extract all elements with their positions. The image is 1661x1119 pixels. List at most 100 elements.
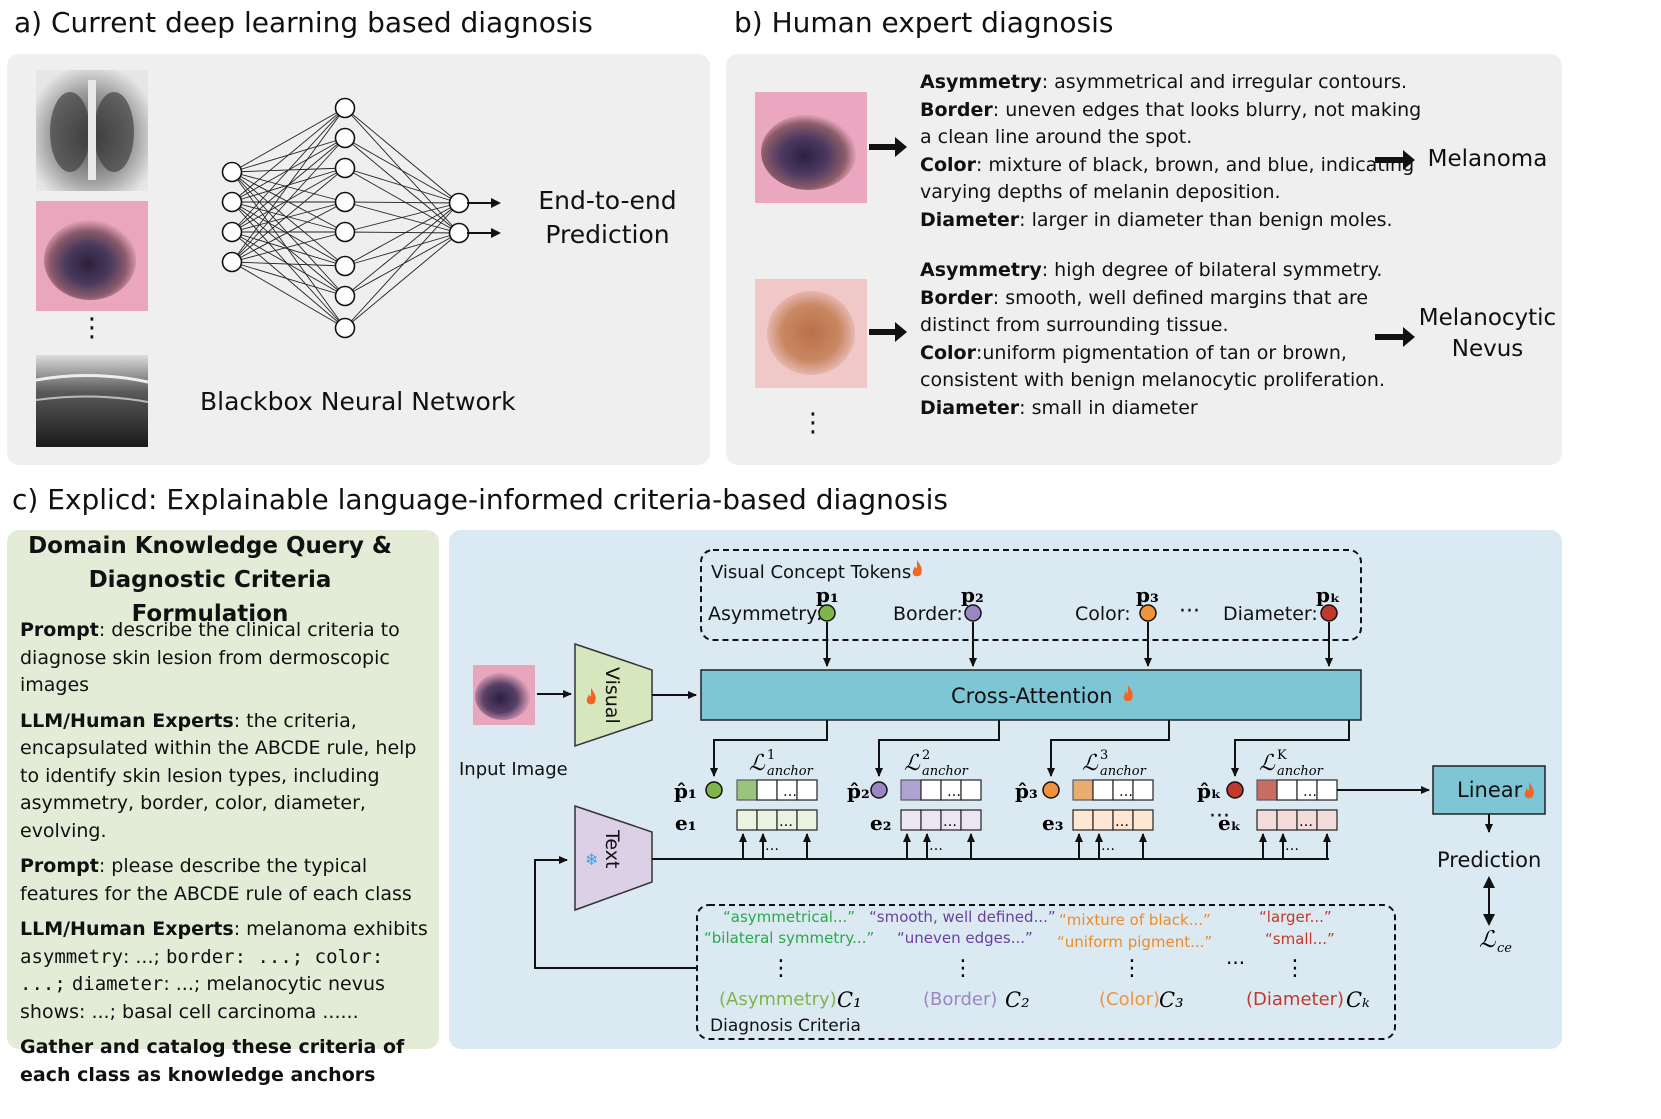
svg-text:ℒ: ℒ — [749, 751, 766, 776]
phat-1 — [705, 781, 723, 799]
criteria-name-diameter: (Diameter) — [1246, 989, 1344, 1010]
criteria-symbol-3: C₃ — [1159, 988, 1184, 1012]
criteria-ellipsis: ⋮ — [1121, 956, 1143, 981]
nn-node — [334, 255, 356, 277]
section-b-title: b) Human expert diagnosis — [734, 6, 1114, 39]
embedding-cell — [920, 809, 942, 831]
embedding-cell — [796, 809, 818, 831]
flame-icon — [1524, 782, 1534, 799]
similarity-cell — [1276, 779, 1298, 801]
result-arrow-2 — [1375, 327, 1415, 347]
nn-edge — [344, 201, 460, 204]
case2-line: Asymmetry: high degree of bilateral symm… — [920, 259, 1383, 281]
cell-ellipsis: … — [783, 784, 797, 800]
token-label-2: p₂ — [961, 583, 984, 607]
similarity-cell — [1316, 779, 1338, 801]
svg-text:K: K — [1277, 748, 1287, 763]
svg-text:anchor: anchor — [1277, 764, 1324, 779]
nn-edge — [344, 202, 460, 297]
svg-text:ℒ: ℒ — [1259, 751, 1276, 776]
criteria-dots: ··· — [1226, 951, 1245, 975]
criteria-ellipsis: ⋮ — [770, 956, 792, 981]
snowflake-icon: ❄ — [585, 850, 598, 869]
cell-ellipsis: … — [1119, 784, 1133, 800]
nn-edge — [344, 107, 460, 204]
similarity-cell — [920, 779, 942, 801]
visual-encoder — [574, 642, 653, 748]
knowledge-paragraphs: Prompt: describe the clinical criteria t… — [20, 617, 435, 1089]
criteria-symbol-k: Cₖ — [1346, 988, 1370, 1012]
svg-text:anchor: anchor — [1100, 764, 1147, 779]
criteria-quote-color-b: “uniform pigment...” — [1057, 933, 1212, 951]
criteria-name-color: (Color) — [1099, 989, 1160, 1010]
similarity-cell — [756, 779, 778, 801]
cell-ellipsis: … — [947, 784, 961, 800]
criteria-to-text-arrow — [534, 856, 697, 969]
nn-edge — [231, 201, 346, 233]
end-to-end-prediction: End-to-end Prediction — [520, 184, 695, 252]
cell-ellipsis: … — [1303, 784, 1317, 800]
nn-node — [334, 191, 356, 213]
knowledge-anchors-note: Gather and catalog these criteria of eac… — [20, 1036, 405, 1086]
cell-ellipsis: … — [1299, 814, 1313, 830]
input-image — [473, 665, 535, 725]
flame-icon — [912, 560, 922, 577]
case2-line: consistent with benign melanocytic proli… — [920, 369, 1386, 391]
nn-edge — [344, 202, 460, 233]
nn-edge — [344, 232, 460, 329]
criteria-quote-border-a: “smooth, well defined...” — [869, 908, 1056, 926]
cross-attention-label: Cross-Attention — [951, 684, 1113, 708]
criteria-name-border: (Border) — [923, 989, 997, 1010]
flame-icon — [586, 688, 596, 705]
similarity-cell — [1092, 779, 1114, 801]
dermoscopy-image — [36, 201, 148, 311]
nn-edge — [231, 231, 346, 267]
nn-node — [334, 97, 356, 119]
cell-ellipsis: … — [1115, 814, 1129, 830]
phat-label-3: p̂₃ — [1015, 779, 1038, 803]
nn-edge — [344, 231, 460, 234]
nn-node — [334, 157, 356, 179]
ultrasound-image — [36, 355, 148, 447]
ce-loss-subscript: ce — [1497, 941, 1512, 956]
tokens-dots: ··· — [1179, 599, 1200, 624]
arrow-ellipsis: … — [1285, 838, 1299, 854]
case2-line: Border: smooth, well defined margins tha… — [920, 286, 1369, 309]
nn-edge — [231, 261, 346, 297]
ce-loss-symbol: ℒ — [1479, 927, 1496, 953]
case1-line: Asymmetry: asymmetrical and irregular co… — [920, 71, 1408, 93]
concept-label-diameter: Diameter: — [1223, 603, 1318, 625]
svg-text:2: 2 — [922, 748, 930, 763]
nn-edge — [231, 107, 346, 173]
nn-node — [221, 191, 243, 213]
cell-ellipsis: … — [779, 814, 793, 830]
criteria-ellipsis: ⋮ — [952, 956, 974, 981]
token-asymmetry — [818, 604, 836, 622]
nn-edge — [231, 201, 346, 267]
nn-node — [334, 285, 356, 307]
nn-edge — [231, 231, 346, 329]
arrow-2 — [869, 322, 907, 342]
similarity-cell — [796, 779, 818, 801]
embedding-cell — [1276, 809, 1298, 831]
phat-2 — [870, 781, 888, 799]
similarity-cell — [900, 779, 922, 801]
embedding-cell — [756, 809, 778, 831]
phat-k — [1226, 781, 1244, 799]
nn-edge — [344, 167, 460, 234]
criteria-quote-asym-a: “asymmetrical...” — [723, 908, 855, 926]
embedding-cell — [960, 809, 982, 831]
prompt-1: Prompt: describe the clinical criteria t… — [20, 619, 400, 696]
result-nevus: Melanocytic Nevus — [1415, 303, 1560, 365]
criteria-name-asymmetry: (Asymmetry) — [719, 989, 837, 1010]
knowledge-panel — [7, 530, 439, 1049]
e-label-k: eₖ — [1218, 811, 1241, 835]
linear-label: Linear — [1457, 778, 1523, 802]
criteria-quote-diam-a: “larger...” — [1259, 908, 1332, 926]
criteria-ellipsis: ⋮ — [1284, 956, 1306, 981]
rows-dots: ··· — [1209, 804, 1230, 829]
embedding-cell — [736, 809, 758, 831]
explicd-diagram: Visual Concept Tokens Asymmetry: Border:… — [459, 549, 1546, 1040]
nn-node — [448, 192, 470, 214]
